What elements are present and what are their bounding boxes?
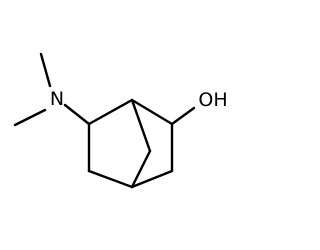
bridge-bond-c7-c4 bbox=[130, 149, 152, 189]
structure-canvas: N OH bbox=[13, 52, 228, 189]
ring-bond-c3-c4 bbox=[130, 169, 174, 189]
ring-bond-c6-c1 bbox=[87, 98, 134, 126]
n-to-ring-bond bbox=[63, 103, 91, 126]
n-methyl-bond-lower bbox=[13, 108, 47, 127]
hydroxyl-group-label: OH bbox=[198, 89, 227, 111]
n-methyl-bond-upper bbox=[39, 52, 52, 88]
ring-bond-c4-c5 bbox=[87, 169, 134, 189]
molecule-structure: N OH bbox=[13, 52, 228, 189]
c-to-oh-bond bbox=[170, 106, 196, 126]
ring-bond-c1-c2 bbox=[130, 98, 174, 126]
bridge-bond-c1-c7 bbox=[130, 98, 152, 153]
nitrogen-atom-label: N bbox=[50, 88, 64, 110]
